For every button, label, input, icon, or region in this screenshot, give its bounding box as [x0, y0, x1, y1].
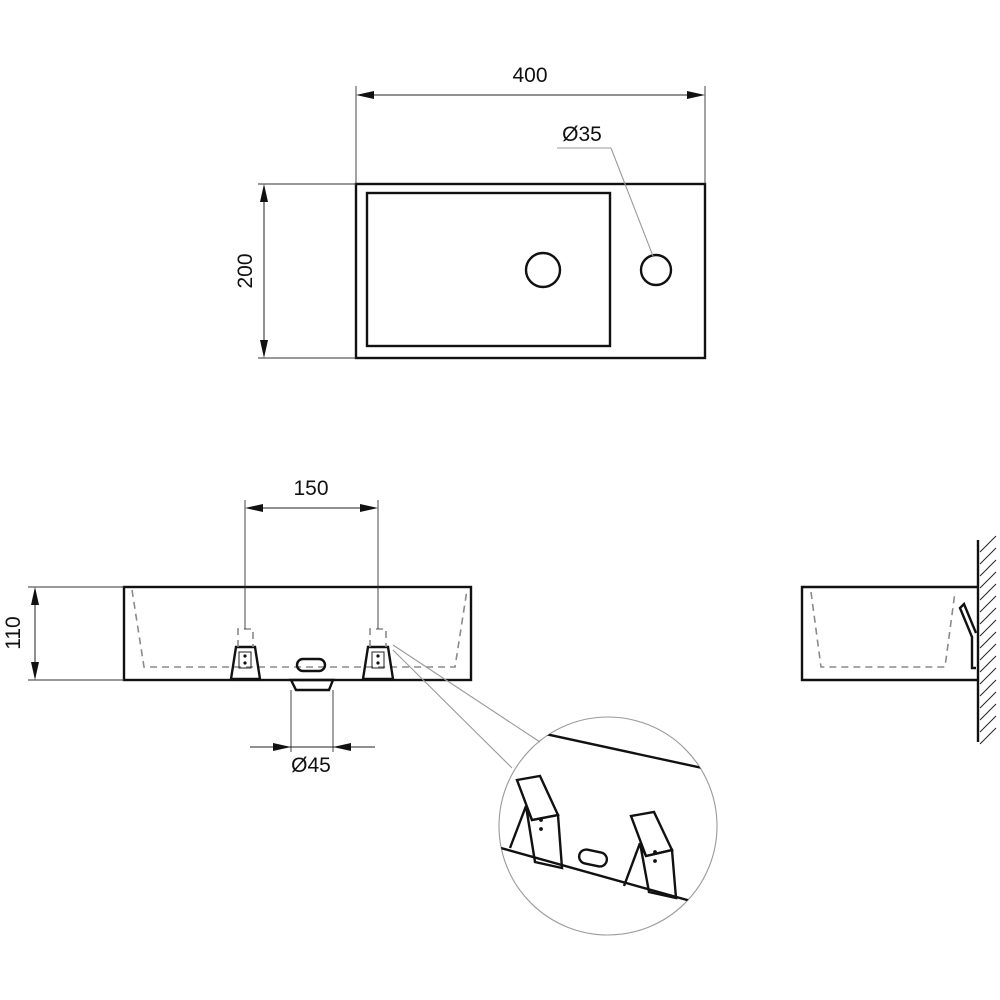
- screw-hole: [376, 661, 380, 665]
- arrow: [273, 743, 291, 751]
- depth-label: 110: [2, 616, 25, 649]
- bracket-edge: [622, 842, 642, 887]
- arrow: [260, 340, 268, 358]
- arrow: [31, 662, 39, 680]
- right-bracket-hidden: [369, 628, 387, 647]
- screw-hole: [539, 827, 543, 831]
- right-bracket-body: [361, 645, 395, 681]
- side-inner-hidden-line: [810, 591, 956, 668]
- detail-right-bracket: [622, 810, 678, 900]
- screw-hole: [539, 818, 543, 822]
- arrow: [360, 504, 378, 512]
- height-label: 200: [234, 253, 257, 288]
- spacing-label: 150: [293, 477, 328, 500]
- tap-hole-leader: [610, 147, 654, 257]
- bracket-plate: [638, 842, 678, 900]
- tap-hole: [639, 253, 673, 287]
- detail-view: [498, 716, 718, 936]
- left-bracket-body: [229, 645, 262, 681]
- side-wall-bracket: [958, 601, 978, 670]
- detail-left-bracket: [508, 774, 564, 870]
- wall-hatching: [979, 535, 997, 745]
- screw-hole: [243, 654, 247, 658]
- left-bracket: [229, 628, 262, 681]
- arrow: [245, 504, 263, 512]
- drain-label: Ø45: [291, 754, 331, 777]
- bracket-plate: [524, 805, 564, 870]
- arrow: [260, 184, 268, 202]
- detail-top-edge: [499, 720, 717, 776]
- detail-circle: [498, 716, 718, 936]
- detail-bottom-edge: [499, 843, 717, 914]
- tap-hole-label: Ø35: [562, 123, 602, 146]
- arrow: [31, 587, 39, 605]
- top-view-basin: [365, 191, 612, 348]
- bracket-edge: [508, 805, 528, 849]
- detail-overflow-slot: [577, 848, 609, 868]
- front-view: 150 110 Ø45: [2, 477, 541, 777]
- arrow: [356, 91, 374, 99]
- screw-hole: [653, 859, 657, 863]
- screw-hole: [243, 661, 247, 665]
- side-view: [800, 535, 997, 745]
- inner-basin-hidden-line: [131, 589, 468, 668]
- arrow: [687, 91, 705, 99]
- drain-hole: [524, 251, 562, 289]
- top-view: 400 200 Ø35: [234, 64, 707, 360]
- screw-hole: [653, 850, 657, 854]
- arrow: [333, 743, 351, 751]
- detail-leader: [392, 644, 541, 743]
- right-bracket-plate: [371, 651, 385, 669]
- detail-leader: [392, 649, 513, 769]
- width-label: 400: [512, 64, 547, 87]
- side-view-outline: [800, 585, 978, 682]
- left-bracket-hidden: [237, 628, 254, 647]
- left-bracket-plate: [238, 651, 252, 669]
- right-bracket: [361, 628, 395, 681]
- top-view-outline: [354, 182, 707, 360]
- drain-stub: [289, 678, 335, 692]
- screw-hole: [376, 654, 380, 658]
- overflow-slot: [295, 657, 327, 673]
